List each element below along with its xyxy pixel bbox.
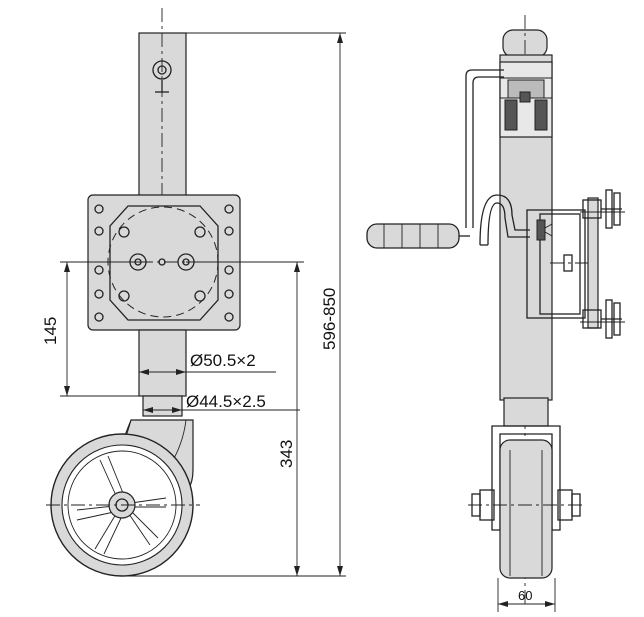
mounting-plate <box>87 194 241 331</box>
dim-145: 145 <box>41 261 140 397</box>
dim-height-range: 596-850 <box>122 32 346 577</box>
side-inner-tube <box>503 397 549 427</box>
outer-tube-lower <box>138 329 187 397</box>
dim-60-label: 60 <box>518 588 532 603</box>
plate-holes <box>94 204 234 322</box>
side-view: 60 <box>366 15 625 612</box>
dim-tube-inner: Ø44.5×2.5 <box>143 392 300 413</box>
pin-hole <box>152 60 172 80</box>
crank-grip <box>366 223 460 249</box>
inner-tube <box>142 395 183 417</box>
outer-tube <box>138 32 187 199</box>
dim-tube-outer: Ø50.5×2 <box>139 351 276 375</box>
axle <box>468 489 582 521</box>
wheel-front <box>46 433 200 577</box>
clamp-bracket <box>479 189 625 339</box>
dim-343-label: 343 <box>277 440 296 468</box>
dim-height-range-label: 596-850 <box>320 288 339 350</box>
dim-60: 60 <box>497 578 556 612</box>
dim-145-label: 145 <box>41 317 60 345</box>
crank-handle <box>366 69 504 249</box>
front-view: 145 Ø50.5×2 Ø44.5×2.5 343 <box>41 8 346 577</box>
dim-tube-inner-label: Ø44.5×2.5 <box>186 392 266 411</box>
dim-tube-outer-label: Ø50.5×2 <box>190 351 256 370</box>
wheel-side <box>499 439 553 579</box>
